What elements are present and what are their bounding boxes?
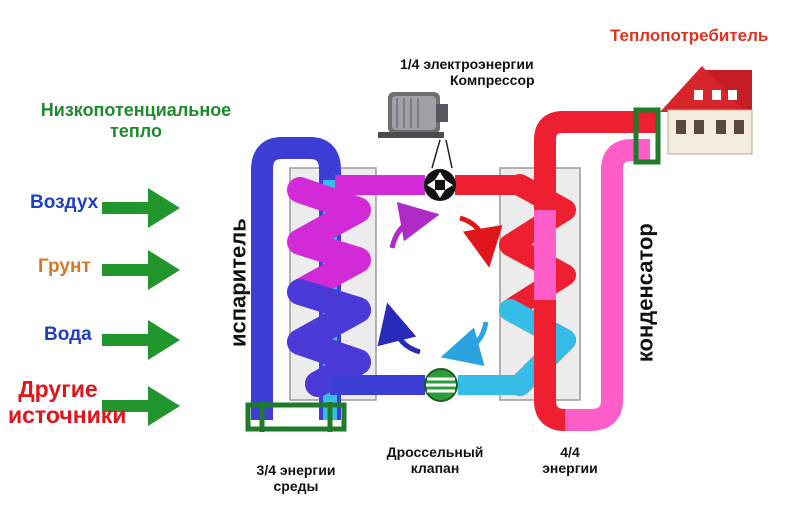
source-label-water: Вода xyxy=(44,324,92,345)
flow-arrow-bottom-right xyxy=(440,321,489,367)
compressor-valve-icon xyxy=(424,169,456,201)
flow-arrow-top-left xyxy=(389,201,440,249)
evaporator-outer-pipe xyxy=(251,137,341,420)
source-label-ground: Грунт xyxy=(38,256,91,277)
house-icon xyxy=(660,66,753,155)
heat-consumer-heading: Теплопотребитель xyxy=(610,26,769,45)
expansion-valve-label: Дроссельный клапан xyxy=(386,444,484,477)
source-arrow-water xyxy=(102,320,180,360)
expansion-valve-icon xyxy=(424,368,458,402)
low-grade-heat-heading: Низкопотенциальное тепло xyxy=(40,100,232,141)
compressor-icon xyxy=(378,92,453,169)
condenser-label: конденсатор xyxy=(632,223,658,363)
evaporator-coil-lower xyxy=(287,279,371,397)
evaporator-label: испаритель xyxy=(225,218,251,348)
condenser-hot-pipe xyxy=(534,111,660,210)
source-arrow-ground xyxy=(102,250,180,290)
evaporator-coupling xyxy=(245,402,347,432)
compressor-label: 1/4 электроэнергии Компрессор xyxy=(400,56,535,89)
env-energy-label: 3/4 энергии среды xyxy=(256,462,336,495)
condenser-return-lower xyxy=(534,300,566,431)
total-energy-label: 4/4 энергии xyxy=(542,444,598,477)
house-coupling xyxy=(633,107,661,165)
source-arrow-air xyxy=(102,188,180,228)
flow-arrow-bottom-left xyxy=(377,302,421,355)
source-label-air: Воздух xyxy=(30,192,99,213)
flow-arrow-top-right xyxy=(459,215,503,268)
source-label-other: Другие источники xyxy=(8,376,127,429)
source-arrow-other xyxy=(102,386,180,426)
